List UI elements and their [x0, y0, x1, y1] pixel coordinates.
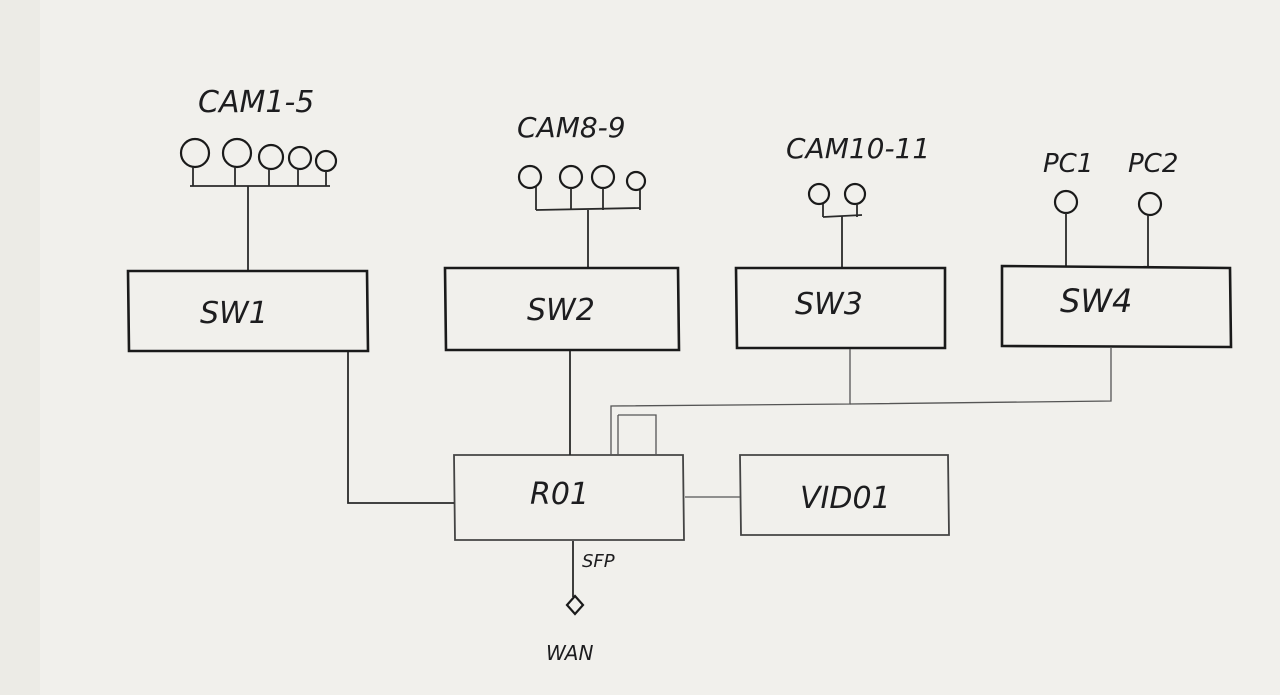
wan-diamond-icon: [565, 594, 585, 616]
r01-label: R01: [530, 477, 589, 512]
vid01-label: VID01: [800, 481, 891, 516]
vid01-box: VID01: [739, 454, 950, 536]
sw1-label: SW1: [200, 296, 268, 331]
camera-icon: [314, 149, 338, 186]
paper-shadow-edge: [0, 0, 40, 695]
cam-1-5-label: CAM1-5: [198, 85, 314, 120]
sw1-box: SW1: [126, 269, 370, 353]
pc1-icon: [1053, 189, 1079, 266]
camera-icon: [625, 170, 647, 210]
cam-8-9-bus: [535, 207, 641, 211]
cam-1-5-group: [179, 137, 338, 270]
sw4-label: SW4: [1060, 282, 1132, 320]
camera-icon: [558, 164, 584, 210]
link-sw3-r01: [610, 349, 851, 455]
link-sw1-r01: [347, 352, 454, 504]
link-sw4-r01: [618, 414, 657, 455]
link-sw4-bus: [849, 347, 1112, 405]
pc2-label: PC2: [1128, 149, 1178, 179]
wan-label: WAN: [546, 641, 593, 665]
cam-10-11-label: CAM10-11: [786, 132, 930, 165]
sw2-label: SW2: [527, 293, 595, 328]
cam-8-9-group: [517, 164, 647, 268]
camera-icon: [179, 137, 211, 186]
cam-10-11-group: [807, 182, 867, 268]
sw2-box: SW2: [443, 266, 681, 352]
sfp-label: SFP: [582, 551, 615, 572]
camera-icon: [257, 143, 285, 186]
camera-icon: [517, 164, 543, 210]
pc2-icon: [1137, 191, 1163, 266]
sw4-box: SW4: [1000, 264, 1233, 349]
camera-icon: [590, 164, 616, 210]
r01-box: R01: [453, 454, 685, 541]
sw3-box: SW3: [734, 266, 947, 350]
pc1-label: PC1: [1043, 149, 1093, 179]
camera-icon: [221, 137, 253, 186]
camera-icon: [287, 145, 313, 186]
camera-icon: [807, 182, 831, 217]
cam-8-9-label: CAM8-9: [517, 111, 626, 144]
sw3-label: SW3: [795, 287, 863, 322]
